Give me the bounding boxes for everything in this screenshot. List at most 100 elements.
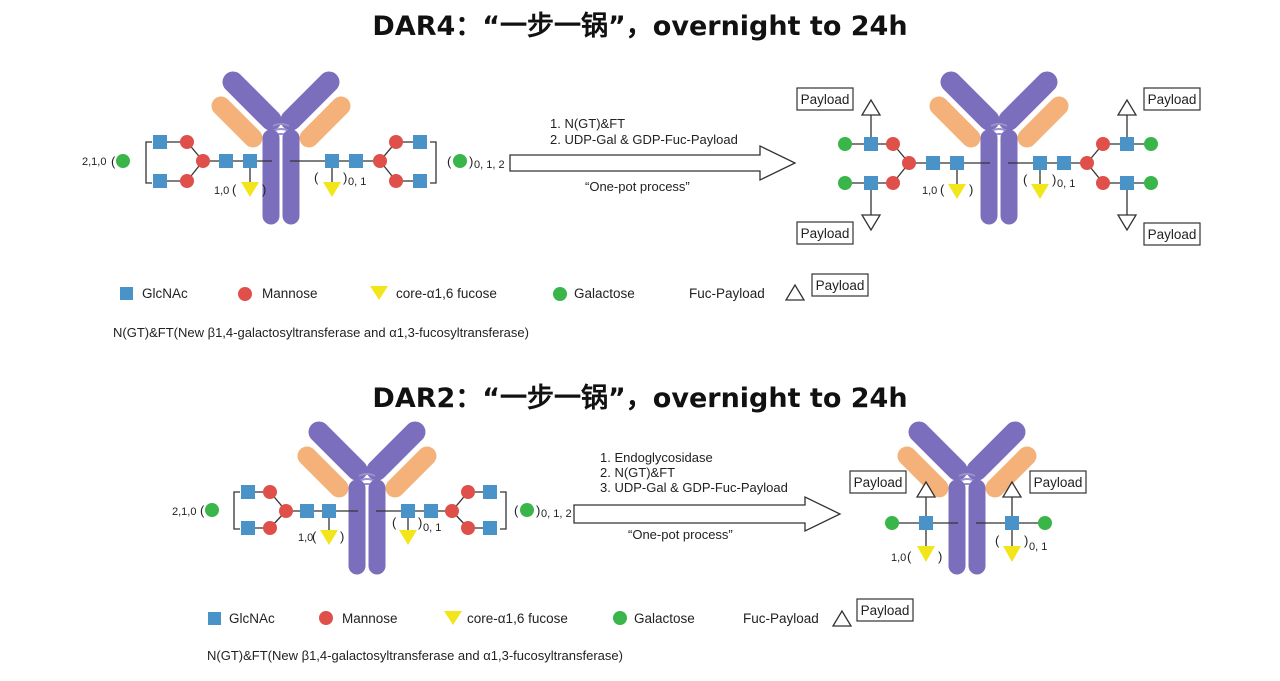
glcnac-icon <box>300 504 314 518</box>
svg-text:(: ( <box>907 549 912 564</box>
mannose-icon <box>373 154 387 168</box>
svg-text:): ) <box>343 170 347 185</box>
svg-text:(: ( <box>940 182 945 197</box>
svg-text:0, 1: 0, 1 <box>1029 541 1047 553</box>
svg-text:Mannose: Mannose <box>342 611 398 626</box>
svg-text:): ) <box>1052 172 1056 187</box>
svg-text:Galactose: Galactose <box>634 611 695 626</box>
dar4-product: Payload Payload Payload Payload 1,0 ( ) … <box>796 82 1201 246</box>
dar2-legend: GlcNAc Mannose core-α1,6 fucose Galactos… <box>207 598 914 663</box>
galactose-icon <box>838 176 852 190</box>
mannose-icon <box>180 135 194 149</box>
svg-text:): ) <box>262 182 266 197</box>
svg-text:core-α1,6 fucose: core-α1,6 fucose <box>396 286 497 301</box>
fucose-icon <box>399 530 417 545</box>
svg-text:0, 1: 0, 1 <box>423 522 441 534</box>
svg-text:Payload: Payload <box>854 475 903 490</box>
glcnac-icon <box>241 485 255 499</box>
mannose-icon <box>461 485 475 499</box>
glcnac-icon <box>153 135 167 149</box>
glcnac-icon <box>241 521 255 535</box>
galactose-icon <box>838 137 852 151</box>
fucose-count-right: 0, 1 <box>348 176 366 188</box>
mannose-icon <box>180 174 194 188</box>
mannose-icon <box>263 521 277 535</box>
process-label: “One-pot process” <box>628 527 733 542</box>
svg-text:): ) <box>938 549 942 564</box>
galactose-icon <box>1144 137 1158 151</box>
payload-label: Payload <box>1148 92 1197 107</box>
glcnac-icon <box>349 154 363 168</box>
galactose-icon <box>453 154 467 168</box>
svg-text:): ) <box>418 515 422 530</box>
dar2-reaction-arrow: 1. Endoglycosidase 2. N(GT)&FT 3. UDP-Ga… <box>573 450 842 542</box>
fucose-icon <box>323 182 341 197</box>
mannose-icon <box>461 521 475 535</box>
step-text: 2. N(GT)&FT <box>600 465 675 480</box>
glcnac-icon <box>153 174 167 188</box>
svg-text:(: ( <box>392 515 397 530</box>
svg-text:(: ( <box>514 503 519 518</box>
glcnac-icon <box>325 154 339 168</box>
svg-text:(: ( <box>200 503 205 518</box>
step-text: 1. Endoglycosidase <box>600 450 713 465</box>
glcnac-icon <box>208 612 221 625</box>
step-text: 1. N(GT)&FT <box>550 116 625 131</box>
glcnac-icon <box>1120 176 1134 190</box>
svg-text:GlcNAc: GlcNAc <box>229 611 275 626</box>
count-right: 0, 1, 2 <box>474 159 505 171</box>
dar4-reactant: 2,1,0 ( ( ) 0, 1, 2 1,0 ( ) ( ) 0, 1 <box>82 82 505 216</box>
glcnac-icon <box>1005 516 1019 530</box>
glcnac-icon <box>950 156 964 170</box>
fuc-payload-icon <box>860 98 882 116</box>
mannose-icon <box>263 485 277 499</box>
fucose-icon <box>320 530 338 545</box>
glcnac-icon <box>1120 137 1134 151</box>
glcnac-icon <box>1033 156 1047 170</box>
fuc-payload-icon <box>831 609 853 627</box>
mannose-icon <box>445 504 459 518</box>
svg-text:Mannose: Mannose <box>262 286 318 301</box>
svg-text:): ) <box>969 182 973 197</box>
svg-text:GlcNAc: GlcNAc <box>142 286 188 301</box>
footnote: N(GT)&FT(New β1,4-galactosyltransferase … <box>207 648 623 663</box>
fuc-payload-icon <box>784 283 806 301</box>
svg-text:1,0: 1,0 <box>922 185 937 197</box>
svg-text:Fuc-Payload: Fuc-Payload <box>743 611 819 626</box>
svg-text:0, 1, 2: 0, 1, 2 <box>541 508 572 520</box>
galactose-icon <box>1038 516 1052 530</box>
svg-text:Payload: Payload <box>1034 475 1083 490</box>
galactose-icon <box>885 516 899 530</box>
glcnac-icon <box>483 521 497 535</box>
galactose-icon <box>205 503 219 517</box>
glcnac-icon <box>322 504 336 518</box>
glcnac-icon <box>401 504 415 518</box>
process-label: “One-pot process” <box>585 179 690 194</box>
mannose-icon <box>238 287 252 301</box>
glcnac-icon <box>483 485 497 499</box>
svg-text:Galactose: Galactose <box>574 286 635 301</box>
payload-label: Payload <box>801 226 850 241</box>
payload-label: Payload <box>801 92 850 107</box>
mannose-icon <box>902 156 916 170</box>
glcnac-icon <box>413 135 427 149</box>
galactose-icon <box>116 154 130 168</box>
antibody-icon <box>221 82 341 216</box>
fuc-payload-icon <box>1116 214 1138 232</box>
mannose-icon <box>279 504 293 518</box>
svg-text:Fuc-Payload: Fuc-Payload <box>689 286 765 301</box>
svg-text:): ) <box>340 529 344 544</box>
dar2-product: Payload Payload 1,0 ( ) ( ) 0, 1 <box>849 432 1087 566</box>
section-title-dar4: DAR4：“一步一锅”，overnight to 24h <box>372 11 908 42</box>
glcnac-icon <box>919 516 933 530</box>
mannose-icon <box>389 135 403 149</box>
fucose-icon <box>917 546 935 562</box>
svg-text:(: ( <box>447 154 452 169</box>
svg-text:): ) <box>1024 533 1028 548</box>
step-text: 3. UDP-Gal & GDP-Fuc-Payload <box>600 480 788 495</box>
galactose-icon <box>520 503 534 517</box>
mannose-icon <box>389 174 403 188</box>
svg-text:): ) <box>536 503 540 518</box>
mannose-icon <box>1080 156 1094 170</box>
